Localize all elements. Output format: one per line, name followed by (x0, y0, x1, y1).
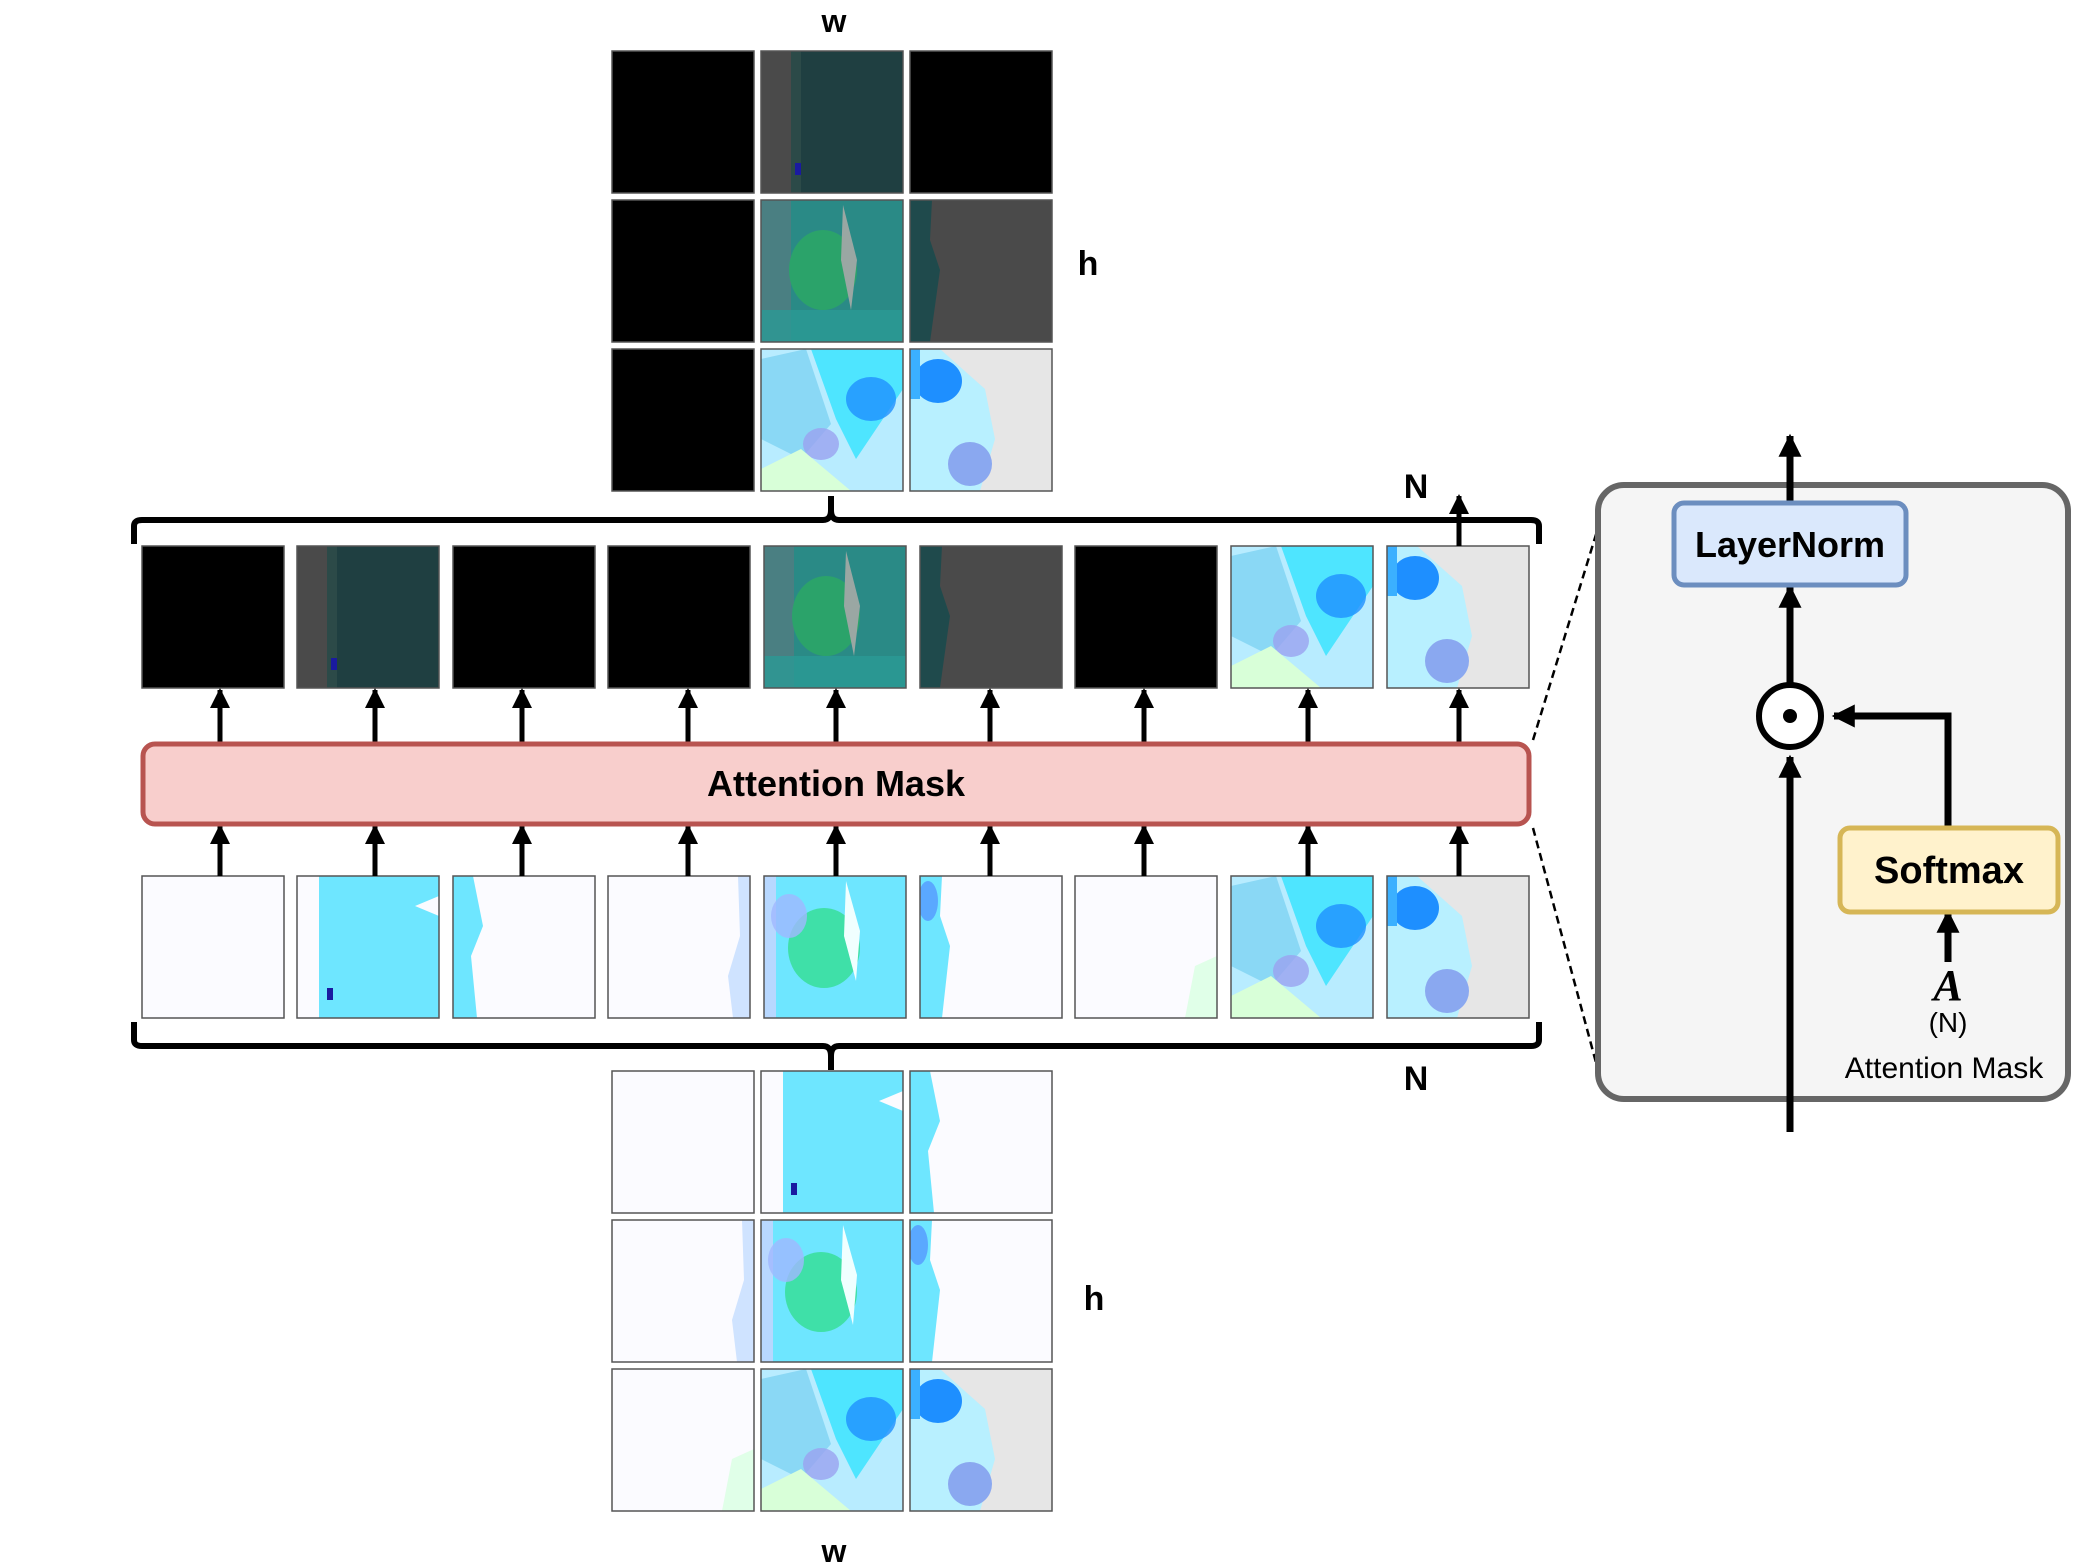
softmax-to-product-line (1831, 704, 1952, 828)
input-token-patch (1230, 875, 1374, 1019)
attention-mask-detail-panel: LayerNorm Softmax A (N) Attention Mask (1595, 433, 2071, 1132)
input-token-patch (1386, 875, 1530, 1019)
masked-token-patch (763, 545, 907, 689)
masked-grid-patch (760, 199, 904, 343)
input-token-patch (1074, 875, 1218, 1019)
attention-mask-label: Attention Mask (707, 763, 966, 804)
masked-token-patch (452, 545, 596, 689)
top-width-label: w (821, 3, 847, 39)
input-grid-patch (760, 1368, 904, 1512)
input-grid-patch (909, 1219, 1053, 1363)
top-brace (131, 496, 1542, 544)
bottom-height-label: h (1084, 1280, 1105, 1318)
product-dot (1783, 709, 1797, 723)
masked-token-patch (1074, 545, 1218, 689)
input-token-patch (141, 875, 285, 1019)
masked-grid-patch (611, 50, 755, 194)
bottom-width-label: w (821, 1533, 847, 1563)
softmax-box (1837, 825, 2061, 915)
input-token-patch (452, 875, 596, 1019)
masked-grid-patch (909, 348, 1053, 492)
bottom-brace (131, 1022, 1542, 1070)
input-grid-patch (760, 1070, 904, 1214)
masked-output-grid (611, 50, 1053, 492)
input-token-patch (763, 875, 907, 1019)
masked-grid-patch (611, 199, 755, 343)
masked-grid-patch (760, 50, 904, 194)
upper-n-label: N (1404, 468, 1429, 506)
masked-token-patch (141, 545, 285, 689)
detail-panel-caption: Attention Mask (1845, 1052, 2044, 1085)
masked-grid-patch (909, 50, 1053, 194)
input-grid-patch (760, 1219, 904, 1363)
input-token-patch (607, 875, 751, 1019)
top-height-label: h (1078, 245, 1099, 283)
input-grid-patch (611, 1368, 755, 1512)
zoom-line-top (1531, 527, 1600, 741)
lower-n-label: N (1404, 1060, 1429, 1098)
input-token-patch (919, 875, 1063, 1019)
zoom-line-bottom (1531, 827, 1600, 1071)
masked-grid-patch (909, 199, 1053, 343)
masked-grid-patch (760, 348, 904, 492)
layernorm-box (1671, 500, 1909, 588)
masked-token-patch (607, 545, 751, 689)
softmax-label: Softmax (1874, 850, 2024, 892)
attention-symbol-a: A (1930, 961, 1962, 1010)
masked-token-patch (1386, 545, 1530, 689)
input-grid-patch (909, 1368, 1053, 1512)
attention-mask-bar (140, 741, 1532, 827)
flow-arrows (210, 494, 1469, 876)
masked-token-patch (296, 545, 440, 689)
masked-token-row (141, 545, 1530, 689)
layernorm-label: LayerNorm (1695, 524, 1885, 565)
attention-symbol-n: (N) (1929, 1007, 1968, 1038)
input-grid-patch (611, 1219, 755, 1363)
masked-token-patch (1230, 545, 1374, 689)
input-token-patch (296, 875, 440, 1019)
masked-grid-patch (611, 348, 755, 492)
input-token-row (141, 875, 1530, 1019)
input-grid-patch (909, 1070, 1053, 1214)
masked-token-patch (919, 545, 1063, 689)
input-grid-patch (611, 1070, 755, 1214)
input-patch-grid (611, 1070, 1053, 1512)
